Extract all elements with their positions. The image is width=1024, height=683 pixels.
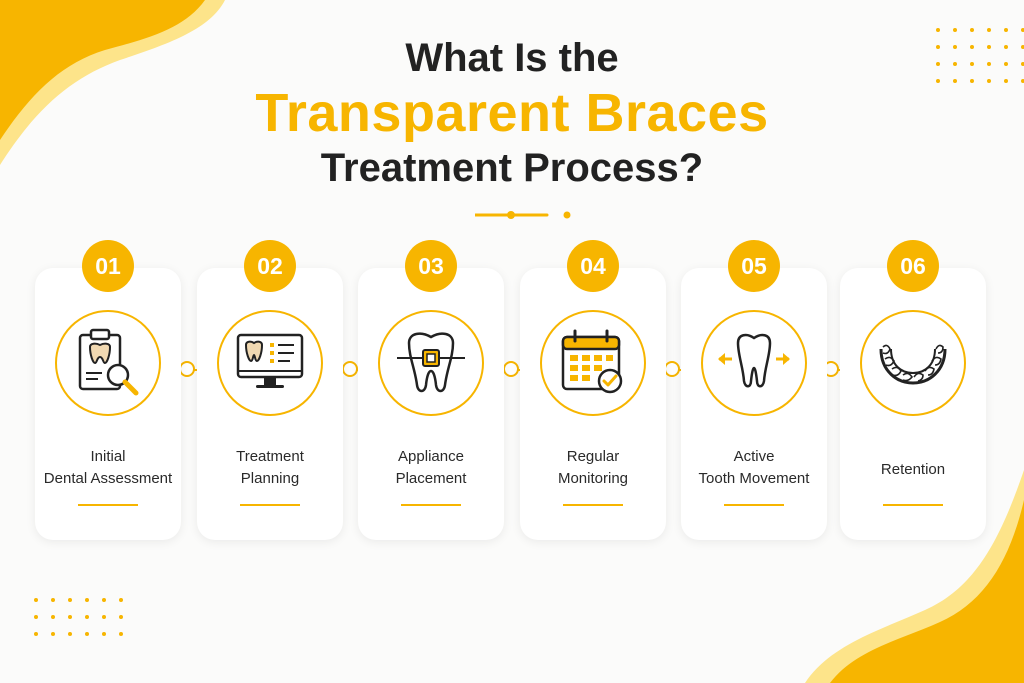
step-number-badge: 04 — [567, 240, 619, 292]
step-label-line-1: Appliance — [398, 448, 464, 465]
step-label-line-1: Treatment — [236, 448, 304, 465]
step-label-line-1: Active — [733, 448, 775, 465]
step-icon-ring — [701, 310, 807, 416]
step-underline — [240, 504, 300, 506]
step-label: Regular Monitoring — [513, 446, 673, 490]
connector-node — [664, 361, 680, 377]
top-left-blob — [0, 0, 225, 165]
step-label-line-2: Planning — [240, 470, 300, 487]
step-icon-ring — [860, 310, 966, 416]
step-label-line-1: Initial — [90, 448, 126, 465]
step-label-line-2: Dental Assessment — [43, 470, 173, 487]
step-icon-ring — [378, 310, 484, 416]
step-label: Treatment Planning — [190, 446, 350, 490]
clipboard-magnifier-icon — [78, 328, 139, 396]
dot-grid-bottom-left — [34, 598, 123, 636]
monitor-tooth-icon — [236, 333, 304, 388]
step-number-badge: 02 — [244, 240, 296, 292]
step-underline — [401, 504, 461, 506]
step-number-badge: 06 — [887, 240, 939, 292]
step-underline — [724, 504, 784, 506]
title-divider — [475, 211, 571, 219]
connector-node — [179, 361, 195, 377]
step-label-line-2: Placement — [395, 470, 467, 487]
step-label: Retention — [833, 459, 993, 481]
step-label-line-1: Retention — [880, 461, 946, 478]
step-underline — [563, 504, 623, 506]
tooth-bracket-icon — [397, 332, 465, 393]
step-label-line-1: Regular — [566, 448, 620, 465]
connector-node — [503, 361, 519, 377]
step-label-line-2: Tooth Movement — [698, 470, 810, 487]
step-number-badge: 03 — [405, 240, 457, 292]
step-icon-ring — [540, 310, 646, 416]
title-line-1: What Is the — [405, 36, 619, 80]
step-label: Initial Dental Assessment — [28, 446, 188, 490]
title-line-3: Treatment Process? — [320, 146, 704, 190]
bottom-right-blob — [805, 470, 1024, 683]
step-underline — [78, 504, 138, 506]
step-label: Appliance Placement — [351, 446, 511, 490]
dot-grid-top-right — [936, 28, 1024, 83]
step-icon-ring — [217, 310, 323, 416]
step-number-badge: 05 — [728, 240, 780, 292]
connector-node — [342, 361, 358, 377]
tooth-arrows-icon — [718, 333, 790, 388]
step-icon-ring — [55, 310, 161, 416]
aligner-tray-icon — [879, 344, 947, 385]
step-number-badge: 01 — [82, 240, 134, 292]
step-label-line-2: Monitoring — [557, 470, 629, 487]
step-label: Active Tooth Movement — [674, 446, 834, 490]
title-line-2-highlight: Transparent Braces — [255, 83, 769, 143]
calendar-check-icon — [561, 329, 623, 394]
step-underline — [883, 504, 943, 506]
